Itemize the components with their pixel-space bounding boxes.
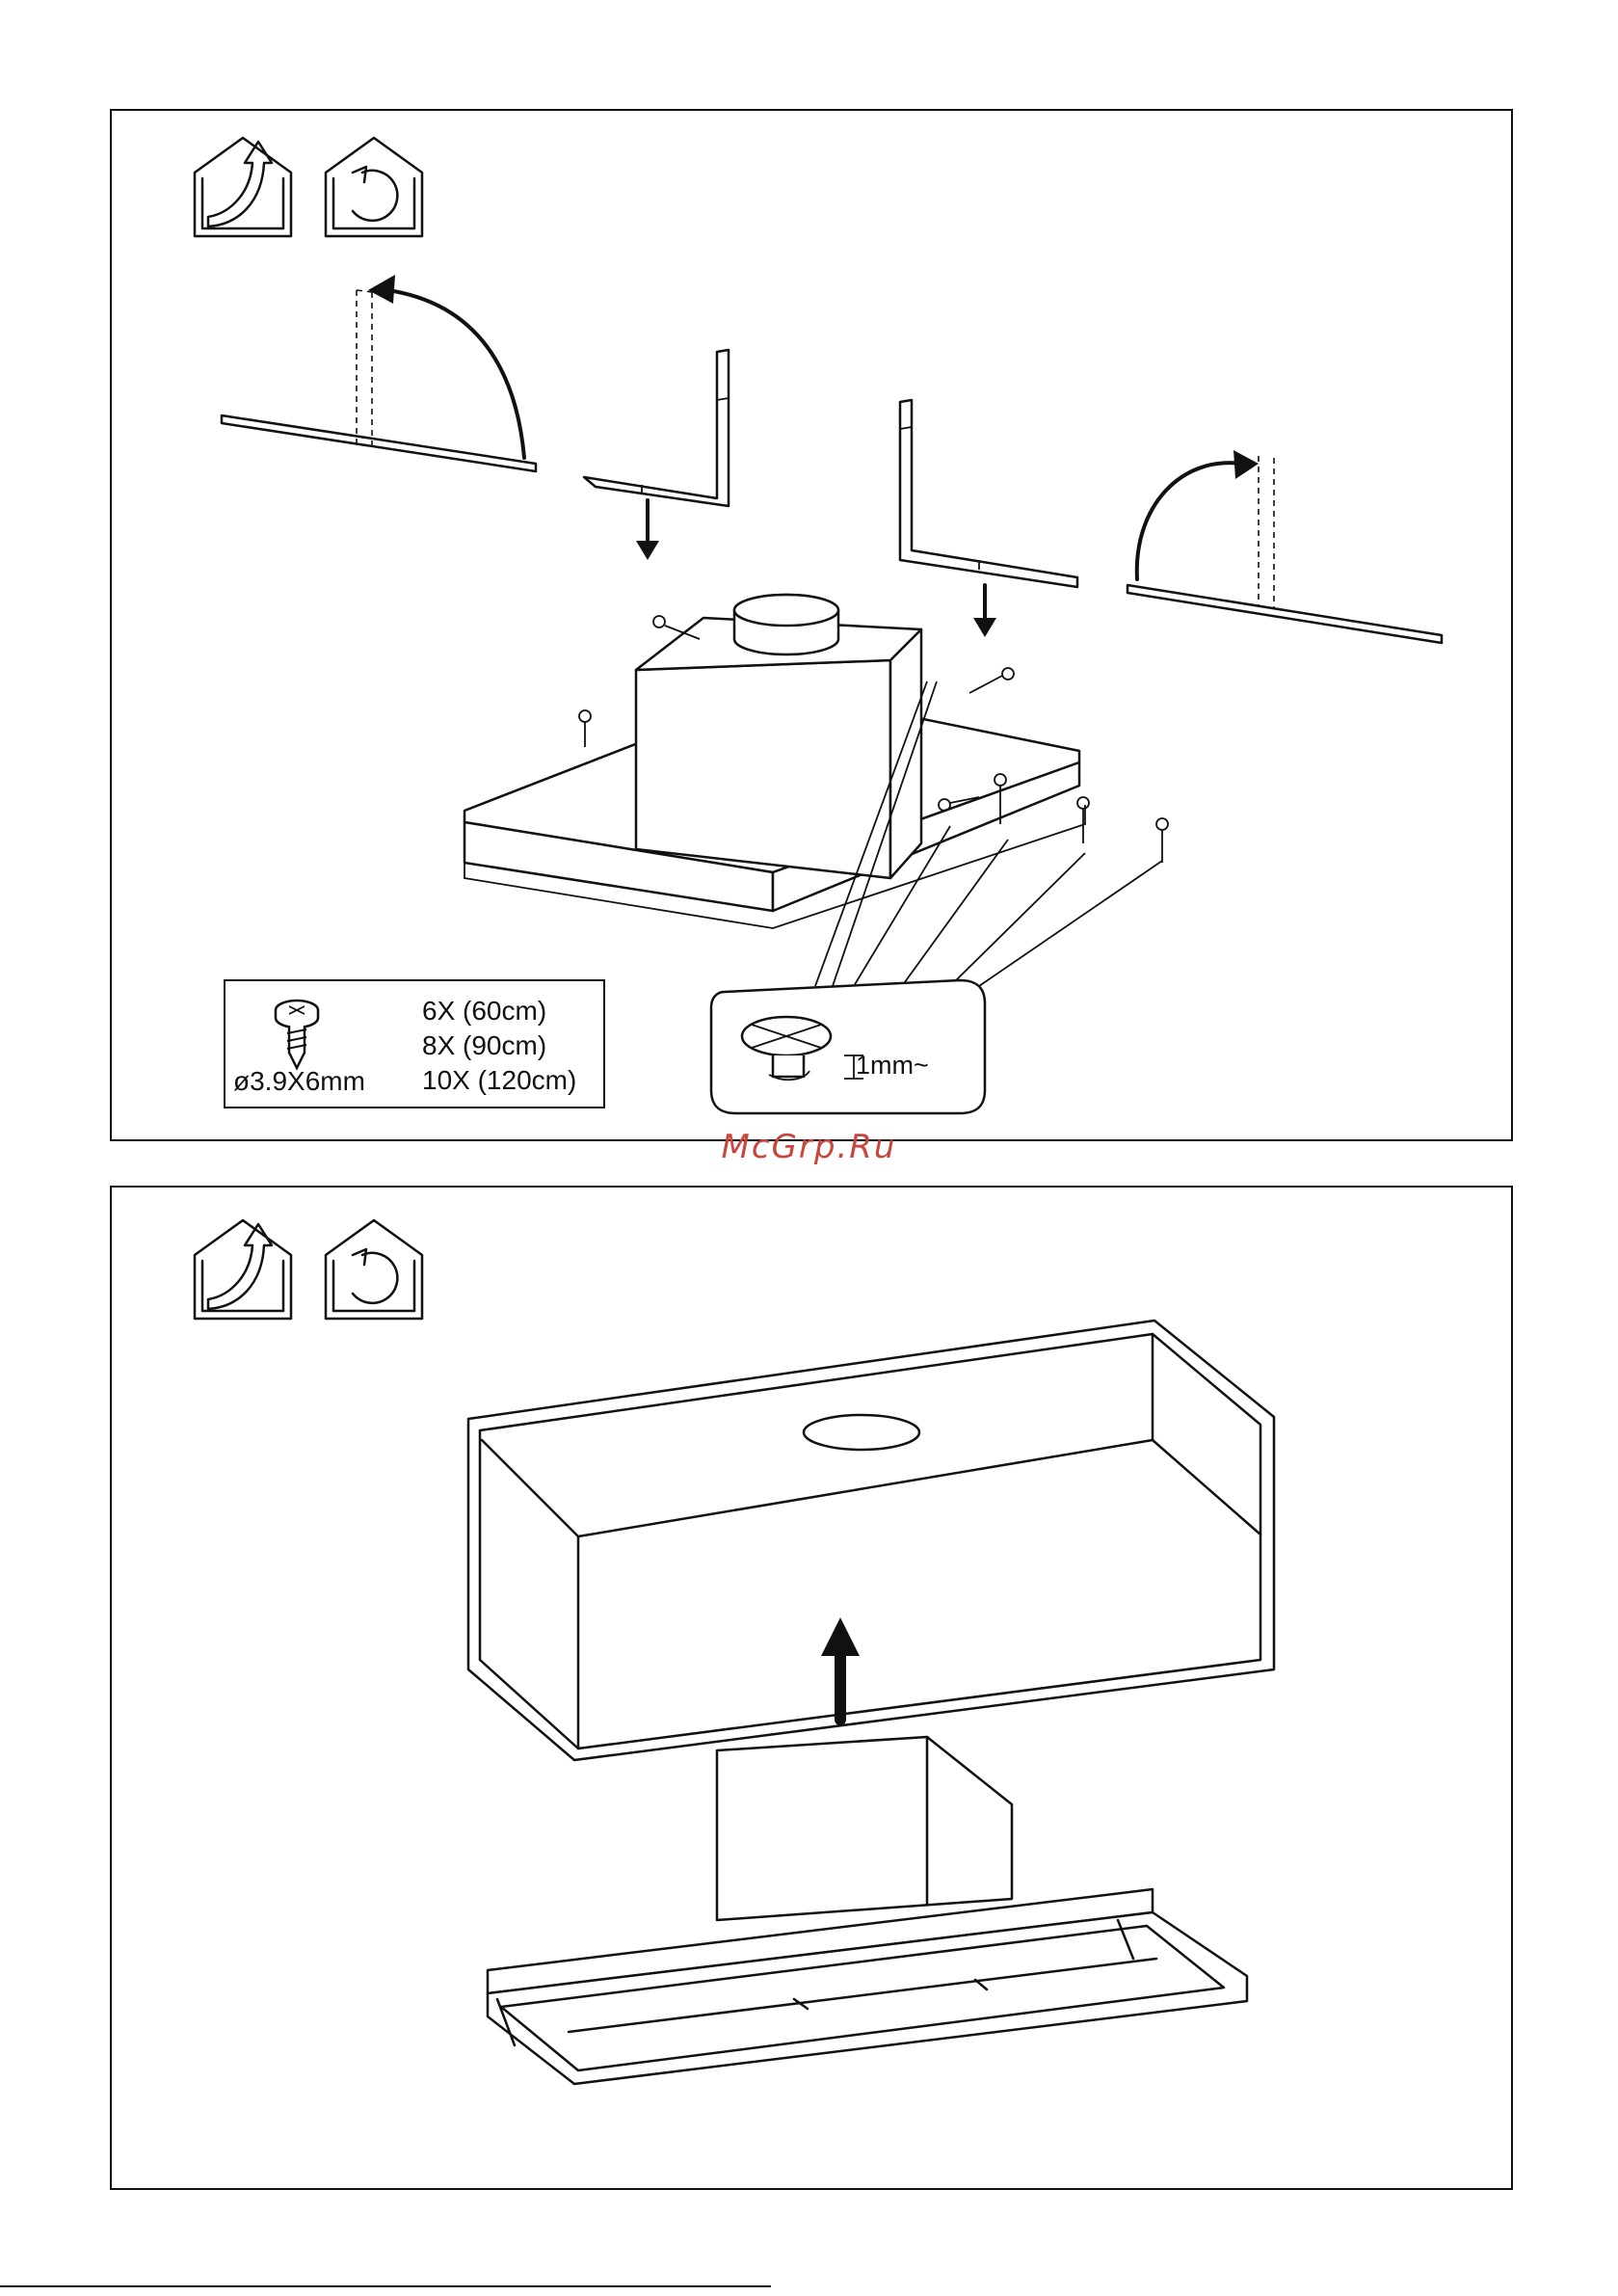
screw-qty-60: 6X (60cm) <box>422 995 546 1028</box>
ducted-mode-icon <box>195 1220 291 1319</box>
recirculation-mode-icon <box>326 138 422 236</box>
hood-unit <box>488 1737 1247 2084</box>
watermark: McGrp.Ru <box>0 1128 1618 1166</box>
cabinet-cavity <box>468 1321 1274 1760</box>
bracket-left-flat <box>222 275 536 471</box>
hood-insertion-illustration <box>112 1188 1515 2192</box>
hood-body <box>464 595 1168 986</box>
bracket-center-right <box>900 400 1077 637</box>
bracket-center-left <box>584 350 729 560</box>
screw-legend: 6X (60cm) 8X (90cm) 10X (120cm) ø3.9X6mm <box>224 979 605 1108</box>
step-panel-bottom <box>110 1186 1513 2190</box>
screw-gap-detail <box>711 980 985 1113</box>
screw-qty-120: 10X (120cm) <box>422 1064 576 1097</box>
recirculation-mode-icon <box>326 1220 422 1319</box>
bracket-right-flat <box>1127 450 1442 643</box>
screw-size: ø3.9X6mm <box>233 1066 365 1097</box>
gap-label: 1mm~ <box>856 1051 929 1081</box>
screw-qty-90: 8X (90cm) <box>422 1029 546 1062</box>
footer-rule <box>0 2285 771 2287</box>
ducted-mode-icon <box>195 138 291 236</box>
